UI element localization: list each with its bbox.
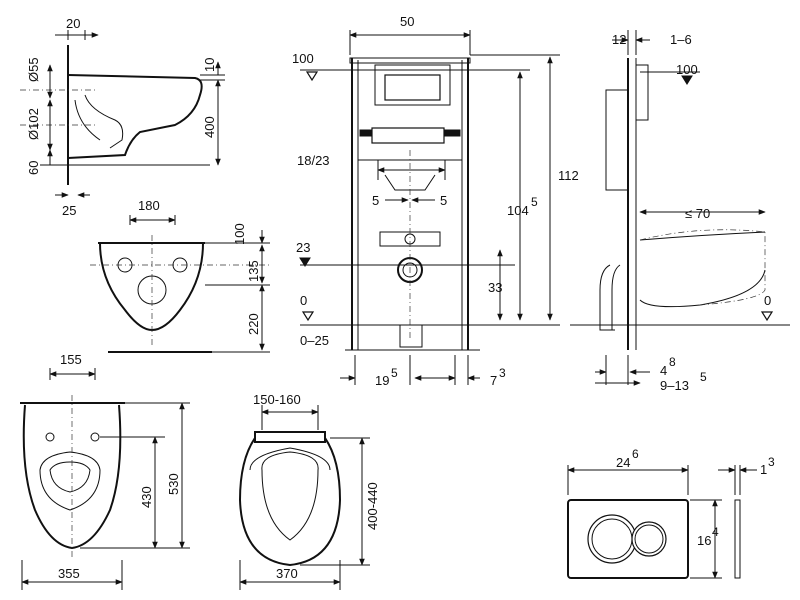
dim-220: 220	[246, 313, 261, 335]
plate-dim-1-sup: 3	[768, 455, 775, 469]
seat-top-view	[20, 368, 190, 590]
lid-dim-150-160: 150-160	[253, 392, 301, 407]
dim-d102: Ø102	[26, 108, 41, 140]
frame-level-0: 0	[300, 293, 307, 308]
dim-60: 60	[26, 161, 41, 175]
frame-dim-50: 50	[400, 14, 414, 29]
plate-dim-16: 16	[697, 533, 711, 548]
side-dim-9-13-sup: 5	[700, 370, 707, 384]
frame-dim-7: 7	[490, 373, 497, 388]
frame-dim-19-sup: 5	[391, 366, 398, 380]
side-level-100: 100	[676, 62, 698, 77]
seat-dim-430: 430	[139, 486, 154, 508]
side-dim-9-13: 9–13	[660, 378, 689, 393]
dim-20: 20	[66, 16, 80, 31]
side-dim-4-sup: 8	[669, 355, 676, 369]
frame-level-100: 100	[292, 51, 314, 66]
frame-dim-33: 33	[488, 280, 502, 295]
frame-dim-18-23: 18/23	[297, 153, 330, 168]
dim-10: 10	[202, 58, 217, 72]
seat-dim-355: 355	[58, 566, 80, 581]
seat-dim-530: 530	[166, 473, 181, 495]
frame-side-view	[570, 30, 790, 386]
dim-100: 100	[232, 223, 247, 245]
dim-135: 135	[246, 260, 261, 282]
side-dim-12: 12	[612, 32, 626, 47]
frame-dim-104: 104	[507, 203, 529, 218]
plate-dim-16-sup: 4	[712, 525, 719, 539]
frame-dim-0-25: 0–25	[300, 333, 329, 348]
plate-dim-1: 1	[760, 462, 767, 477]
frame-dim-19: 19	[375, 373, 389, 388]
dim-180: 180	[138, 198, 160, 213]
frame-front-view	[299, 30, 560, 385]
frame-dim-5-left: 5	[372, 193, 379, 208]
frame-dim-104-sup: 5	[531, 195, 538, 209]
seat-dim-155: 155	[60, 352, 82, 367]
frame-level-23: 23	[296, 240, 310, 255]
plate-dim-24: 24	[616, 455, 630, 470]
lid-dim-370: 370	[276, 566, 298, 581]
dim-25: 25	[62, 203, 76, 218]
bowl-front-view	[90, 215, 270, 353]
frame-brand: GEBERIT	[383, 132, 427, 143]
dim-400: 400	[202, 116, 217, 138]
dim-d55: Ø55	[26, 57, 41, 82]
side-level-0: 0	[764, 293, 771, 308]
bowl-side-view	[20, 30, 225, 198]
side-dim-4: 4	[660, 363, 667, 378]
flush-plate-view	[567, 465, 757, 579]
side-dim-70: ≤ 70	[685, 206, 710, 221]
plate-dim-24-sup: 6	[632, 447, 639, 461]
lid-dim-400-440: 400-440	[365, 482, 380, 530]
seat-lid-view	[238, 405, 370, 590]
side-dim-1-6: 1–6	[670, 32, 692, 47]
frame-dim-112: 112	[558, 168, 579, 183]
frame-dim-7-sup: 3	[499, 366, 506, 380]
frame-dim-5-right: 5	[440, 193, 447, 208]
